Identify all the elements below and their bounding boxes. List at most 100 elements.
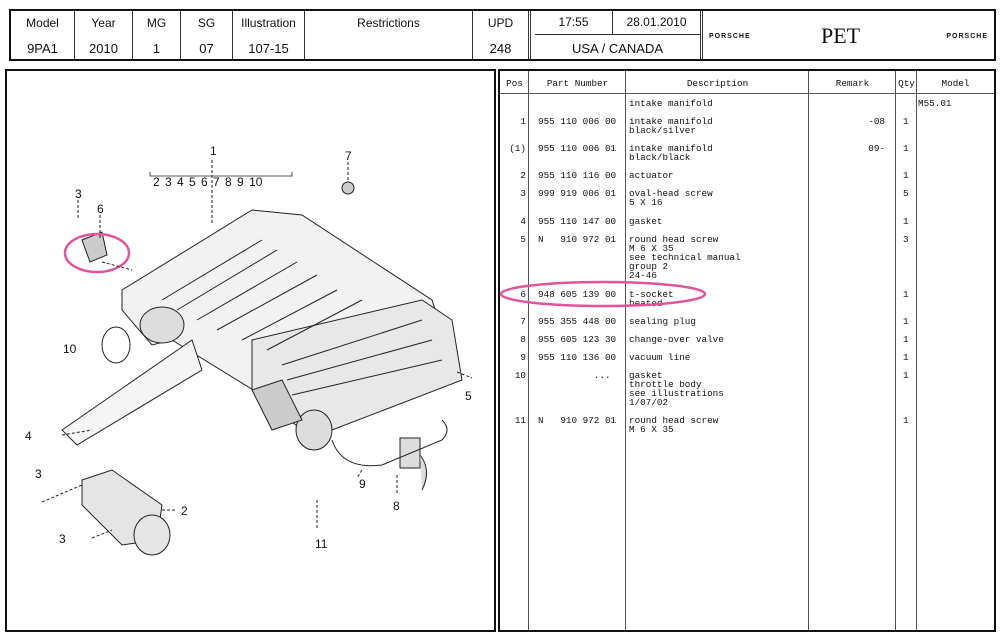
illustration-cell: Illustration 107-15 <box>233 11 305 59</box>
qty-cell: 1 <box>903 316 909 327</box>
porsche-logo-left: PORSCHE <box>709 33 751 40</box>
description-cell: actuator <box>629 170 674 181</box>
pos-cell: 2 <box>520 170 526 181</box>
callout-1[interactable]: 1 <box>210 144 217 158</box>
description-cell: gasket <box>629 216 663 227</box>
pos-cell: (1) <box>509 143 526 154</box>
part-number-cell: 999 919 006 01 <box>538 188 617 199</box>
year-label: Year <box>91 16 116 30</box>
description-cell: round head screw M 6 X 35 <box>629 415 719 435</box>
upd-label: UPD <box>487 16 514 30</box>
sg-value: 07 <box>199 41 214 56</box>
pos-cell: 5 <box>520 234 526 245</box>
restrictions-label: Restrictions <box>357 16 420 30</box>
gasket-4 <box>61 339 203 446</box>
description-cell: intake manifold black/silver <box>629 116 713 136</box>
actuator-2 <box>81 469 171 556</box>
callout-3c[interactable]: 3 <box>59 532 66 546</box>
remark-cell: 09- <box>868 143 885 154</box>
col-header-pos: Pos <box>506 78 523 89</box>
callout-2[interactable]: 2 <box>181 504 188 518</box>
qty-cell: 1 <box>903 216 909 227</box>
pos-cell: 6 <box>520 289 526 300</box>
year-cell: Year 2010 <box>75 11 133 59</box>
callout-3a[interactable]: 3 <box>75 187 82 201</box>
illustration-value: 107-15 <box>248 41 289 56</box>
pos-cell: 3 <box>520 188 526 199</box>
callout-6[interactable]: 6 <box>97 202 104 216</box>
highlight-circle-diagram <box>63 232 131 274</box>
gasket-10 <box>101 326 131 364</box>
mg-value: 1 <box>152 41 161 56</box>
part-number-cell: N 910 972 01 <box>538 234 617 245</box>
restrictions-cell: Restrictions <box>305 11 473 59</box>
datetime-cell: 17:55 28.01.2010 USA / CANADA <box>535 11 703 59</box>
vacuum-line-9 <box>331 419 448 467</box>
callout-3b[interactable]: 3 <box>35 467 42 481</box>
qty-cell: 1 <box>903 289 909 300</box>
col-header-description: Description <box>686 78 749 89</box>
callout-4[interactable]: 4 <box>25 429 32 443</box>
callout-10[interactable]: 10 <box>63 342 77 356</box>
part-number-cell: 948 605 139 00 <box>538 289 617 300</box>
description-cell: oval-head screw 5 X 16 <box>629 188 713 208</box>
part-number-cell: 955 110 147 00 <box>538 216 617 227</box>
region-value: USA / CANADA <box>571 41 664 56</box>
model-cell: M55.01 <box>918 98 952 109</box>
description-cell: gasket throttle body see illustrations 1… <box>629 370 724 408</box>
qty-cell: 1 <box>903 116 909 127</box>
pos-cell: 10 <box>514 370 526 381</box>
part-number-cell: 955 605 123 30 <box>538 334 617 345</box>
description-cell: change-over valve <box>629 334 724 345</box>
callout-range[interactable]: 2 3 4 5 6 7 8 9 10 <box>153 175 263 189</box>
qty-cell: 3 <box>903 234 909 245</box>
description-cell: vacuum line <box>629 352 691 363</box>
part-number-cell: 955 110 116 00 <box>538 170 617 181</box>
callout-8[interactable]: 8 <box>393 499 400 513</box>
upd-cell: UPD 248 <box>473 11 531 59</box>
description-cell: intake manifold <box>629 98 713 109</box>
illustration-panel[interactable]: 1 2 3 4 5 6 7 8 9 10 7 3 6 10 4 3 3 2 5 … <box>5 69 496 632</box>
pos-cell: 1 <box>520 116 526 127</box>
callout-7[interactable]: 7 <box>345 149 352 163</box>
qty-cell: 1 <box>903 334 909 345</box>
callout-5[interactable]: 5 <box>465 389 472 403</box>
qty-cell: 1 <box>903 143 909 154</box>
sg-label: SG <box>197 16 216 30</box>
time-value: 17:55 <box>535 11 613 35</box>
illustration-label: Illustration <box>241 16 296 30</box>
exploded-diagram <box>41 160 473 556</box>
porsche-logo-right: PORSCHE <box>946 33 988 40</box>
pos-cell: 11 <box>514 415 526 426</box>
intake-manifold <box>121 209 463 451</box>
pos-cell: 7 <box>520 316 526 327</box>
callout-11[interactable]: 11 <box>315 537 328 551</box>
col-header-qty: Qty <box>898 78 915 89</box>
part-number-cell: 955 110 006 01 <box>538 143 617 154</box>
part-number-cell: ... <box>538 370 611 381</box>
brand-block: PORSCHE PET PORSCHE <box>703 11 994 59</box>
callout-labels: 1 2 3 4 5 6 7 8 9 10 7 3 6 10 4 3 3 2 5 … <box>7 71 494 630</box>
qty-cell: 1 <box>903 415 909 426</box>
pos-cell: 8 <box>520 334 526 345</box>
col-header-part-number: Part Number <box>546 78 609 89</box>
qty-cell: 1 <box>903 370 909 381</box>
qty-cell: 1 <box>903 352 909 363</box>
col-header-model: Model <box>941 78 970 89</box>
pos-cell: 4 <box>520 216 526 227</box>
mg-label: MG <box>146 16 167 30</box>
callout-9[interactable]: 9 <box>359 477 366 491</box>
upd-value: 248 <box>489 41 512 56</box>
description-cell: intake manifold black/black <box>629 143 713 163</box>
remark-cell: -08 <box>868 116 885 127</box>
description-cell: round head screw M 6 X 35 see technical … <box>629 234 741 281</box>
highlight-circle-row <box>499 280 707 308</box>
part-number-cell: N 910 972 01 <box>538 415 617 426</box>
part-number-cell: 955 110 136 00 <box>538 352 617 363</box>
leader-lines <box>41 160 473 539</box>
pos-cell: 9 <box>520 352 526 363</box>
year-value: 2010 <box>89 41 118 56</box>
app-title: PET <box>821 23 861 48</box>
